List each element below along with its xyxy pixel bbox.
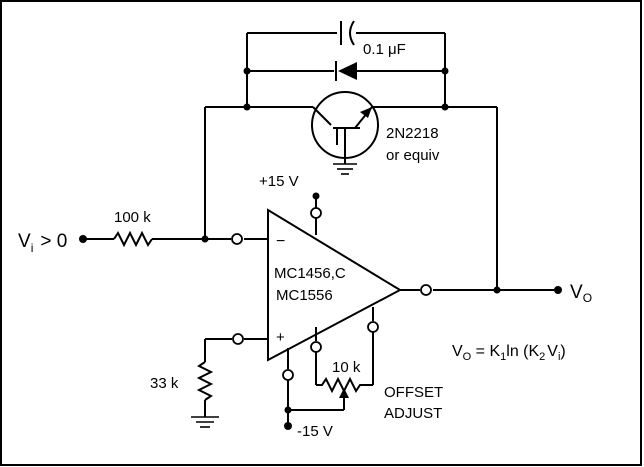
resistor-100k-label: 100 k: [114, 209, 151, 226]
transistor-label: 2N2218: [386, 125, 439, 142]
negative-supply-label: -15 V: [297, 423, 333, 440]
output-voltage-label: VO: [570, 282, 592, 305]
offset-adjust-line2: ADJUST: [384, 405, 442, 422]
pin-noninverting: [232, 333, 244, 345]
opamp-minus-sign: −: [276, 233, 285, 250]
transistor-note: or equiv: [386, 147, 440, 164]
capacitor-0-1uF: [340, 20, 355, 46]
capacitor-label: 0.1 μF: [363, 41, 406, 58]
pin-inverting: [231, 233, 243, 245]
output-terminal: [554, 286, 562, 294]
pin-output: [420, 284, 432, 296]
opamp-model-line1: MC1456,C: [274, 265, 346, 282]
input-voltage-label: Vi> 0: [18, 231, 67, 255]
positive-supply: [310, 192, 322, 235]
input-wiring: [79, 230, 268, 248]
op-amp: [267, 208, 562, 362]
offset-network: [282, 307, 379, 430]
opamp-plus-sign: +: [276, 329, 285, 346]
resistor-33k-label: 33 k: [150, 375, 179, 392]
potentiometer-10k: [316, 376, 373, 394]
noninverting-network: [191, 333, 268, 428]
offset-adjust-line1: OFFSET: [384, 384, 443, 401]
feedback-diode: [335, 61, 357, 81]
positive-supply-label: +15 V: [259, 173, 299, 190]
resistor-100k: [113, 230, 153, 248]
potentiometer-label: 10 k: [332, 359, 361, 376]
resistor-33k: [196, 361, 214, 401]
opamp-model-line2: MC1556: [276, 287, 333, 304]
negative-supply-terminal: [284, 422, 292, 430]
input-terminal: [79, 235, 87, 243]
transistor-2n2218: [311, 91, 379, 175]
